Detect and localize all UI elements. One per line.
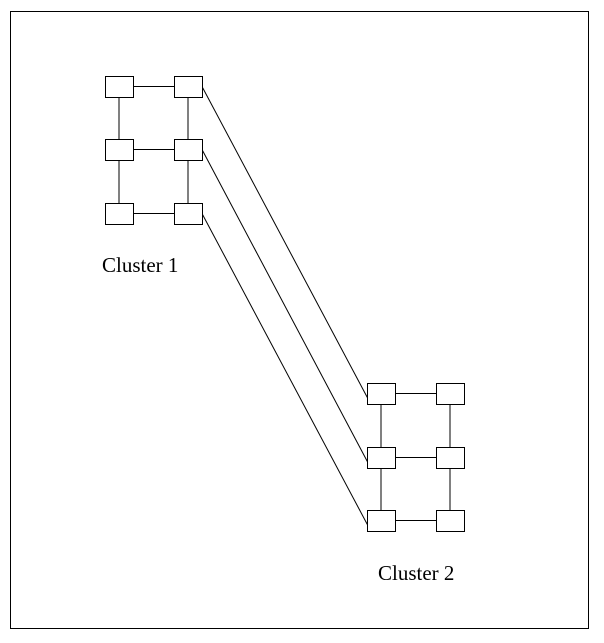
inter-cluster-link-2 [201, 149, 369, 463]
inter-cluster-links [201, 86, 369, 526]
intra-cluster-edges [118, 86, 451, 521]
inter-cluster-link-1 [201, 86, 369, 399]
cluster-1-node-r3c2 [174, 203, 203, 225]
diagram-frame [10, 11, 589, 629]
cluster-1-node-r2c1 [105, 139, 134, 161]
cluster-2-label: Cluster 2 [378, 561, 454, 585]
cluster-2-node-r3c2 [436, 510, 465, 532]
cluster-1-node-r3c1 [105, 203, 134, 225]
inter-cluster-link-3 [201, 213, 369, 526]
cluster-2-node-r1c2 [436, 383, 465, 405]
cluster-1-label: Cluster 1 [102, 253, 178, 277]
cluster-2-node-r2c2 [436, 447, 465, 469]
cluster-1-node-r2c2 [174, 139, 203, 161]
cluster-2-node-r2c1 [367, 447, 396, 469]
cluster-2-node-r3c1 [367, 510, 396, 532]
cluster-1-node-r1c1 [105, 76, 134, 98]
cluster-nodes [105, 76, 465, 532]
cluster-1-node-r1c2 [174, 76, 203, 98]
cluster-2-node-r1c1 [367, 383, 396, 405]
